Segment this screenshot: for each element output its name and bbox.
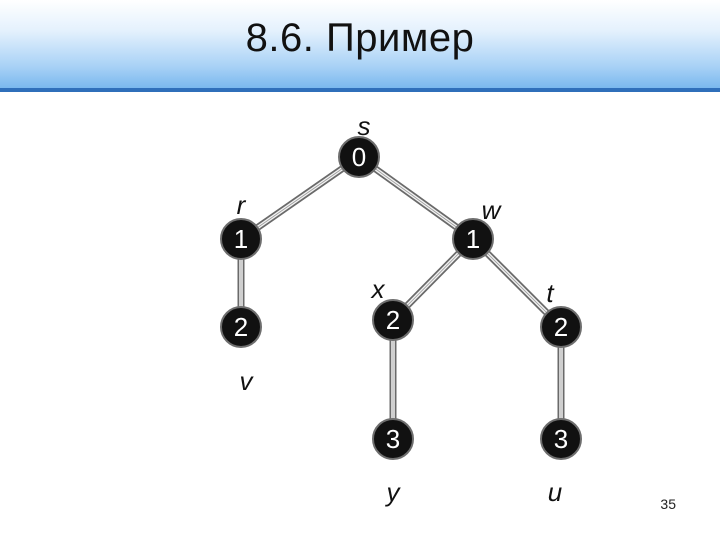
node-label-u: u	[548, 477, 562, 507]
node-r: 1r	[220, 190, 262, 260]
node-circle-t	[540, 306, 582, 348]
node-w: 1w	[452, 195, 503, 260]
edges	[237, 154, 565, 439]
node-value-s: 0	[352, 142, 366, 172]
node-value-y: 3	[386, 424, 400, 454]
node-value-w: 1	[466, 224, 480, 254]
node-circle-x	[372, 299, 414, 341]
node-circle-r	[220, 218, 262, 260]
node-x: 2x	[370, 274, 414, 341]
node-value-t: 2	[554, 312, 568, 342]
node-circle-w	[452, 218, 494, 260]
node-label-y: y	[385, 477, 402, 507]
edge-s-r	[239, 154, 361, 242]
node-u: 3u	[540, 418, 582, 507]
node-label-r: r	[237, 190, 247, 220]
node-v: 2v	[220, 306, 262, 396]
node-value-v: 2	[234, 312, 248, 342]
node-label-t: t	[546, 278, 555, 308]
node-t: 2t	[540, 278, 582, 348]
node-circle-s	[338, 136, 380, 178]
node-value-x: 2	[386, 305, 400, 335]
slide-title: 8.6. Пример	[245, 16, 475, 60]
node-label-s: s	[358, 111, 371, 141]
node-label-x: x	[370, 274, 386, 304]
node-label-w: w	[482, 195, 503, 225]
node-circle-u	[540, 418, 582, 460]
node-circle-y	[372, 418, 414, 460]
page-number: 35	[660, 496, 676, 512]
node-value-r: 1	[234, 224, 248, 254]
node-s: 0s	[338, 111, 380, 178]
node-circle-v	[220, 306, 262, 348]
edge-s-w	[356, 154, 476, 242]
node-value-u: 3	[554, 424, 568, 454]
title-bar: 8.6. Пример	[0, 0, 720, 92]
node-label-v: v	[240, 366, 255, 396]
node-y: 3y	[372, 418, 414, 507]
